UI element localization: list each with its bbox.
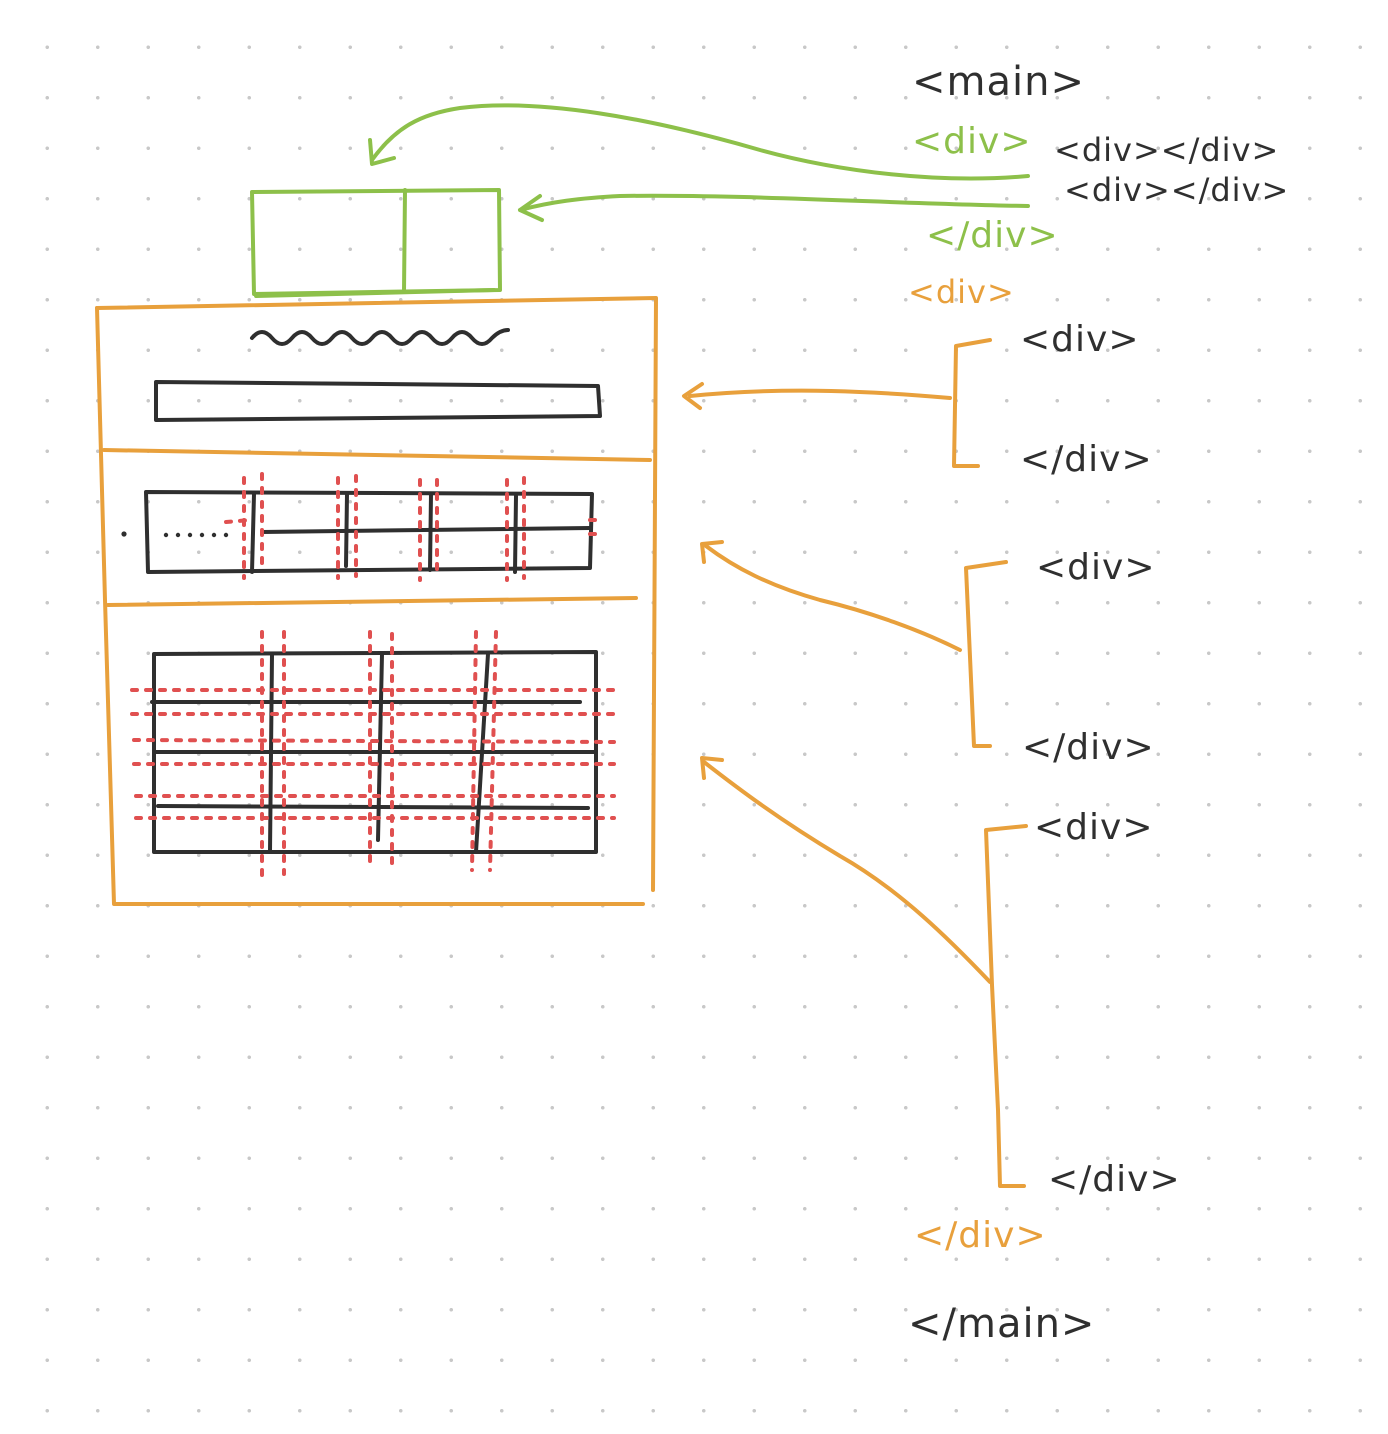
header-block <box>154 328 602 422</box>
bottom-grid <box>150 650 598 854</box>
block3-close-tag: </div> <box>1048 1159 1181 1200</box>
title-squiggle <box>250 328 510 346</box>
middle-table-dots <box>121 531 229 538</box>
orange-div-open-tag: <div> <box>908 273 1015 311</box>
inner-div-tag-2: <div></div> <box>1064 171 1290 209</box>
green-arrows <box>368 103 1030 222</box>
block1-close-tag: </div> <box>1020 439 1153 480</box>
orange-div-close-tag: </div> <box>914 1215 1047 1256</box>
block3-open-tag: <div> <box>1034 807 1154 848</box>
main-open-tag: <main> <box>912 59 1085 105</box>
bottom-grid-guides <box>130 630 616 878</box>
green-nav-box <box>250 188 502 298</box>
block1-open-tag: <div> <box>1020 319 1140 360</box>
search-bar <box>154 380 602 422</box>
middle-table <box>144 490 594 574</box>
middle-table-guides <box>224 472 606 582</box>
orange-arrows <box>682 382 992 984</box>
green-div-open-tag: <div> <box>912 121 1032 162</box>
block2-close-tag: </div> <box>1022 727 1155 768</box>
inner-div-tag-1: <div></div> <box>1054 131 1280 169</box>
main-close-tag: </main> <box>908 1301 1096 1347</box>
orange-brackets <box>952 338 1028 1188</box>
green-div-close-tag: </div> <box>926 215 1059 256</box>
orange-container <box>95 296 658 906</box>
block2-open-tag: <div> <box>1036 547 1156 588</box>
